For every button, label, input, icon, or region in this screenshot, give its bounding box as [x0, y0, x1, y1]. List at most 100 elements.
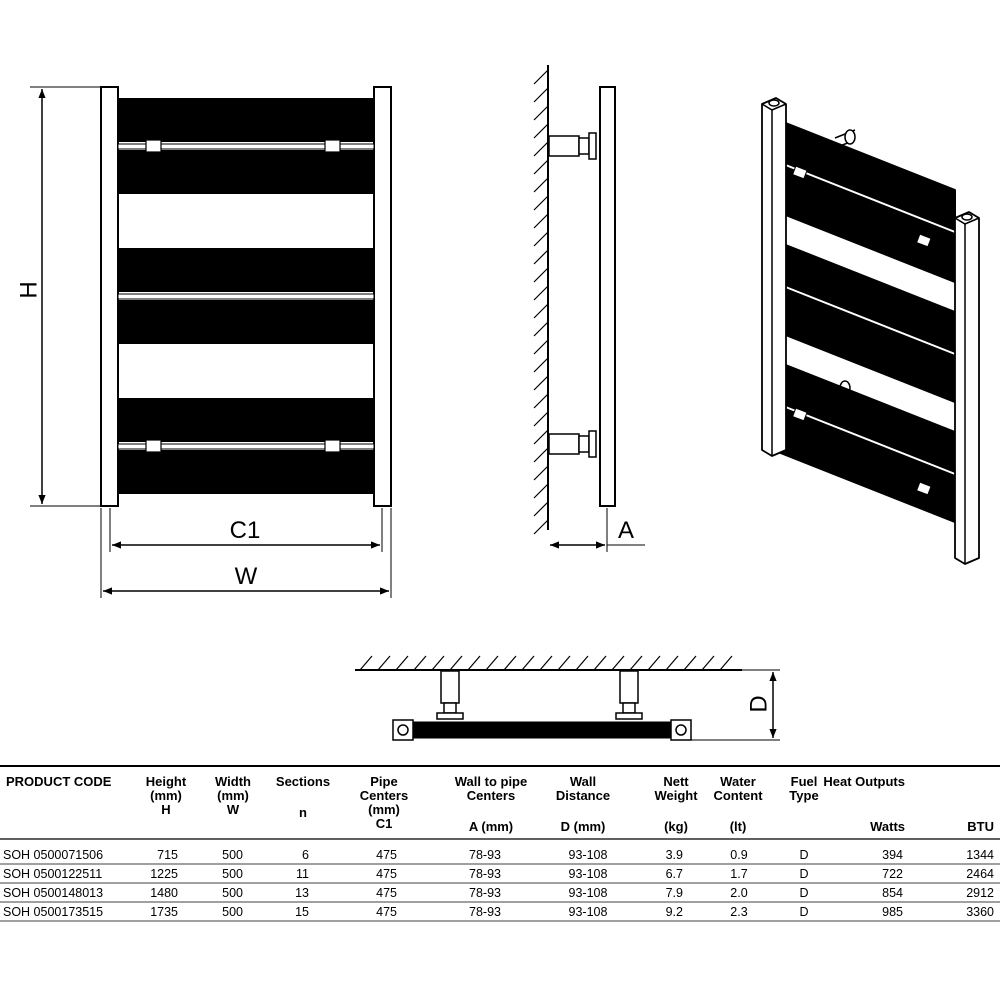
table-cell: 93-108 — [569, 848, 608, 862]
front-view: H C1 W — [15, 86, 392, 598]
table-cell: 15 — [295, 905, 309, 919]
panel — [118, 98, 374, 142]
column-subheader: n — [299, 805, 307, 820]
table-cell: 1.7 — [730, 867, 747, 881]
panel — [118, 398, 374, 442]
table-cell: 78-93 — [469, 867, 501, 881]
table-cell: SOH 0500173515 — [3, 905, 103, 919]
column-header: (mm) — [368, 802, 400, 817]
width-label: W — [235, 563, 258, 590]
table-cell: D — [799, 905, 808, 919]
table-cell: 722 — [882, 867, 903, 881]
table-cell: 6 — [302, 848, 309, 862]
clip — [145, 139, 162, 153]
side-view-tube — [599, 86, 616, 507]
column-header: H — [161, 802, 170, 817]
column-header: Width — [215, 774, 251, 789]
perspective-view — [761, 97, 980, 565]
table-cell: 2464 — [966, 867, 994, 881]
column-subheader: BTU — [967, 819, 994, 834]
panel — [118, 300, 374, 344]
table-cell: D — [799, 867, 808, 881]
technical-drawing: H C1 W A — [15, 65, 980, 741]
top-view-panel — [394, 721, 690, 739]
column-header: Distance — [556, 788, 610, 803]
table-cell: 78-93 — [469, 905, 501, 919]
wall-to-pipe-label: A — [618, 517, 634, 544]
column-header: (mm) — [150, 788, 182, 803]
column-header: C1 — [376, 816, 393, 831]
clip — [915, 233, 932, 248]
table-cell: 1225 — [150, 867, 178, 881]
table-cell: 78-93 — [469, 848, 501, 862]
clip — [915, 481, 932, 496]
table-cell: 93-108 — [569, 886, 608, 900]
table-cell: 93-108 — [569, 905, 608, 919]
pipe-centers-label: C1 — [230, 517, 261, 544]
height-label: H — [15, 281, 42, 298]
column-header: Pipe — [370, 774, 397, 789]
rail — [117, 293, 375, 300]
table-cell: 500 — [222, 886, 243, 900]
table-cell: 475 — [376, 886, 397, 900]
column-subheader: D (mm) — [561, 819, 606, 834]
column-subheader: (lt) — [730, 819, 747, 834]
wall-hatching — [359, 655, 733, 671]
table-cell: 2912 — [966, 886, 994, 900]
column-header: Content — [713, 788, 763, 803]
table-cell: 6.7 — [666, 867, 683, 881]
right-side-tube — [373, 86, 392, 507]
column-subheader: Watts — [870, 819, 905, 834]
table-cell: 11 — [296, 867, 309, 881]
column-header: Heat Outputs — [823, 774, 905, 789]
panel — [118, 248, 374, 292]
table-cell: 475 — [376, 905, 397, 919]
rail — [117, 443, 375, 450]
panel — [118, 150, 374, 194]
column-header: Centers — [360, 788, 408, 803]
table-cell: 475 — [376, 867, 397, 881]
top-view: D — [355, 655, 780, 741]
table-cell: 500 — [222, 905, 243, 919]
column-header: Sections — [276, 774, 330, 789]
column-header: Centers — [467, 788, 515, 803]
table-cell: 854 — [882, 886, 903, 900]
table-cell: 500 — [222, 867, 243, 881]
table-cell: 0.9 — [730, 848, 747, 862]
column-header: Wall to pipe — [455, 774, 527, 789]
clip — [791, 165, 808, 180]
table-cell: SOH 0500071506 — [3, 848, 103, 862]
table-cell: 3360 — [966, 905, 994, 919]
clip — [324, 439, 341, 453]
table-cell: 394 — [882, 848, 903, 862]
table-cell: 9.2 — [666, 905, 683, 919]
column-subheader: A (mm) — [469, 819, 513, 834]
table-cell: 78-93 — [469, 886, 501, 900]
table-cell: 1735 — [150, 905, 178, 919]
column-header: Wall — [570, 774, 596, 789]
table-cell: SOH 0500148013 — [3, 886, 103, 900]
column-header: PRODUCT CODE — [6, 774, 112, 789]
clip — [791, 407, 808, 422]
column-header: Type — [789, 788, 818, 803]
clip — [324, 139, 341, 153]
column-header: (mm) — [217, 788, 249, 803]
clip — [145, 439, 162, 453]
table-cell: 475 — [376, 848, 397, 862]
table-cell: 13 — [295, 886, 309, 900]
column-header: Weight — [654, 788, 698, 803]
column-header: W — [227, 802, 240, 817]
table-cell: 93-108 — [569, 867, 608, 881]
table-cell: 1344 — [966, 848, 994, 862]
wall-hatching — [533, 69, 549, 535]
column-subheader: (kg) — [664, 819, 688, 834]
column-header: Fuel — [791, 774, 818, 789]
column-header: Water — [720, 774, 756, 789]
rail — [117, 143, 375, 150]
table-cell: 1480 — [150, 886, 178, 900]
table-cell: D — [799, 848, 808, 862]
table-cell: 500 — [222, 848, 243, 862]
column-header: Nett — [663, 774, 689, 789]
panel — [118, 450, 374, 494]
table-cell: 7.9 — [666, 886, 683, 900]
